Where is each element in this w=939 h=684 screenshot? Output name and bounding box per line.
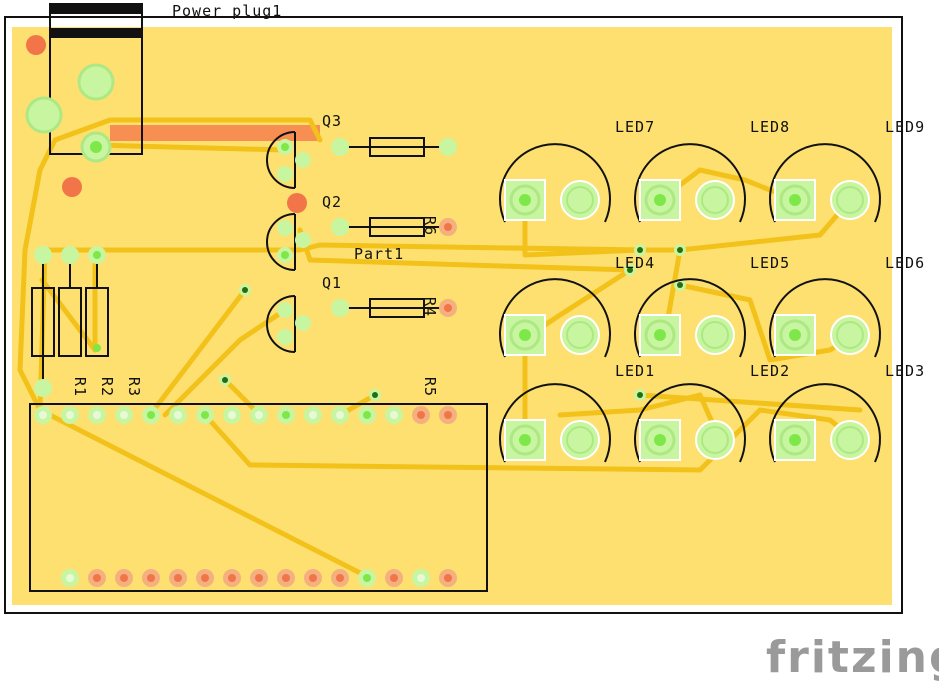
ic-footprint — [29, 403, 488, 592]
led5-label: LED5 — [750, 254, 790, 272]
ic-pin-hole — [174, 411, 182, 419]
led9-label: LED9 — [885, 118, 925, 136]
ic-pin-hole — [444, 574, 452, 582]
ic-pin-hole — [120, 574, 128, 582]
ic-pin-hole — [201, 411, 209, 419]
led — [634, 383, 746, 463]
led — [634, 278, 746, 358]
led6-label: LED6 — [885, 254, 925, 272]
led — [769, 143, 881, 223]
ic-pin-hole — [66, 574, 74, 582]
led2-label: LED2 — [750, 362, 790, 380]
r4-label: R4 — [421, 297, 439, 317]
led3-label: LED3 — [885, 362, 925, 380]
ic-pin-hole — [309, 411, 317, 419]
resistor-top — [331, 137, 457, 157]
led — [769, 383, 881, 463]
ic-pin-hole — [390, 574, 398, 582]
led7-label: LED7 — [615, 118, 655, 136]
ic-pin-hole — [228, 411, 236, 419]
ic-pin-hole — [417, 574, 425, 582]
ic-pin-hole — [93, 411, 101, 419]
led — [499, 278, 611, 358]
resistor-r6 — [331, 217, 457, 237]
led — [499, 383, 611, 463]
transistor-q3 — [266, 131, 311, 189]
power-plug — [25, 3, 143, 197]
ic-pin-hole — [255, 411, 263, 419]
vias — [219, 244, 686, 401]
led1-label: LED1 — [615, 362, 655, 380]
ic-pins — [34, 406, 457, 587]
resistor-r4 — [331, 298, 457, 318]
r3-label: R3 — [125, 377, 143, 397]
ic-pin-hole — [390, 411, 398, 419]
ic-pin-hole — [255, 574, 263, 582]
r5-label: R5 — [421, 377, 439, 397]
ic-pin-hole — [228, 574, 236, 582]
ic-pin-hole — [363, 411, 371, 419]
led8-label: LED8 — [750, 118, 790, 136]
r1-label: R1 — [71, 377, 89, 397]
ic-pin-hole — [174, 574, 182, 582]
transistor-q1 — [266, 295, 311, 353]
power-plug-label: Power plug1 — [172, 2, 282, 20]
resistors-vertical — [31, 246, 109, 397]
ic-pin-hole — [39, 411, 47, 419]
ic-pin-hole — [66, 411, 74, 419]
q3-label: Q3 — [322, 112, 342, 130]
q1-label: Q1 — [322, 274, 342, 292]
ic-pin-hole — [120, 411, 128, 419]
ic-pin-hole — [147, 574, 155, 582]
ic-pin-hole — [147, 411, 155, 419]
ic-pin-hole — [282, 574, 290, 582]
ic-pin-hole — [336, 411, 344, 419]
q2-label: Q2 — [322, 193, 342, 211]
ic-pin-hole — [93, 574, 101, 582]
ic-pin-hole — [282, 411, 290, 419]
r6-label: R6 — [421, 216, 439, 236]
ic-pin-hole — [201, 574, 209, 582]
led-array — [499, 143, 881, 463]
ic-pin-hole — [417, 411, 425, 419]
led — [634, 143, 746, 223]
led — [769, 278, 881, 358]
r2-label: R2 — [98, 377, 116, 397]
led — [499, 143, 611, 223]
ic-pin-hole — [309, 574, 317, 582]
transistor-q2 — [266, 193, 311, 271]
led4-label: LED4 — [615, 254, 655, 272]
ic-pin-hole — [363, 574, 371, 582]
ic-pin-hole — [444, 411, 452, 419]
fritzing-logo: fritzing — [766, 632, 939, 683]
part1-label: Part1 — [354, 245, 404, 263]
ic-pin-hole — [336, 574, 344, 582]
copper-pour — [110, 125, 320, 141]
